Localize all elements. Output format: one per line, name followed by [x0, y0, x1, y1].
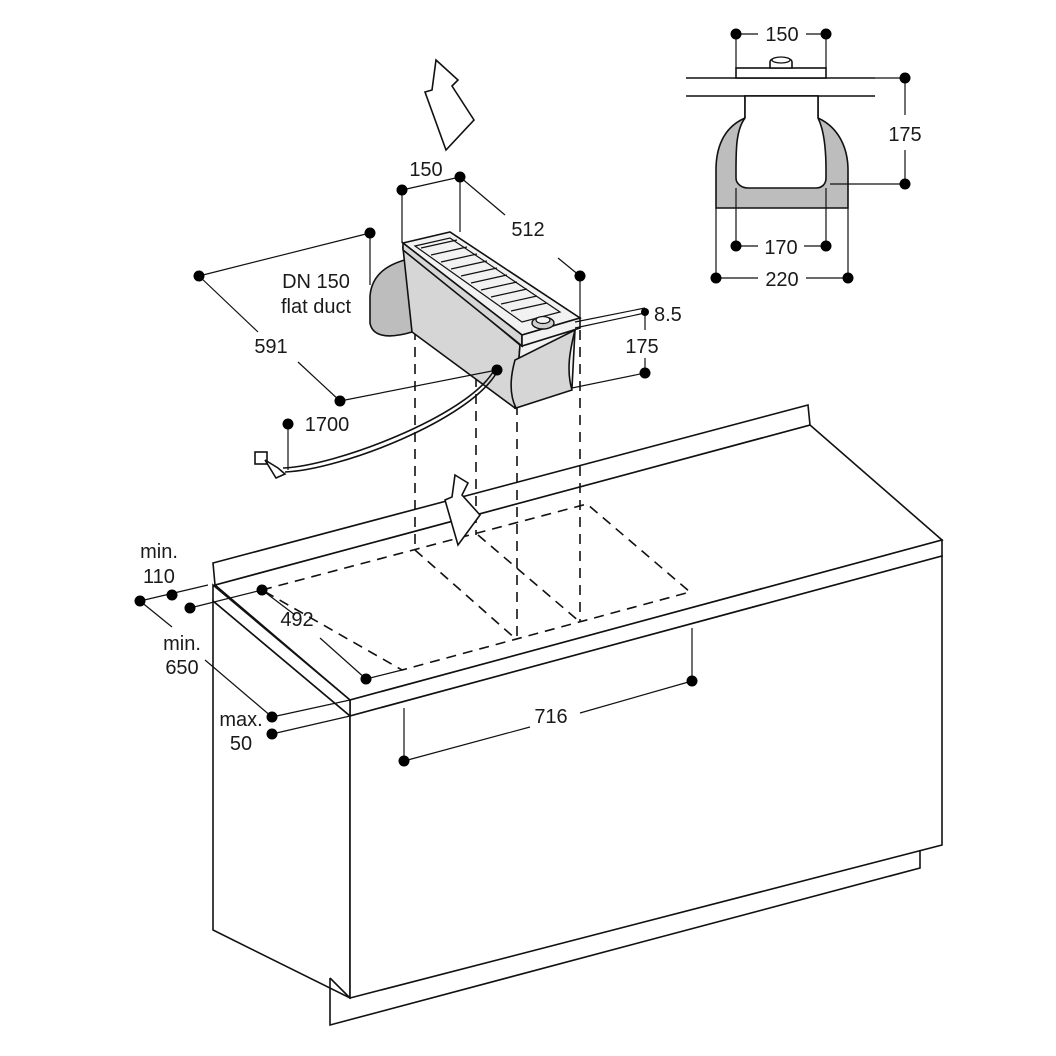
- power-cable: [284, 371, 498, 473]
- dim-counter-setback: 110: [143, 566, 175, 588]
- duct-type-label: DN 150: [282, 271, 350, 293]
- dim-section-top-width: 150: [765, 24, 798, 46]
- backsplash: [212, 403, 811, 587]
- dim-duct-length: 591: [254, 336, 287, 358]
- dim-counter-depth: 650: [165, 657, 198, 679]
- dim-section-inner-width: 170: [764, 237, 797, 259]
- dim-worktop-thickness: 50: [230, 733, 252, 755]
- insert-down-arrow-icon: [423, 58, 476, 152]
- unit-grille: [413, 237, 562, 323]
- downdraft-unit: [254, 231, 582, 480]
- dimension-dots: [134, 171, 698, 767]
- cutout-outline: [259, 503, 692, 671]
- dim-cable-length: 1700: [305, 414, 350, 436]
- dim-unit-depth: 512: [511, 219, 544, 241]
- dimension-labels: 150 512 DN 150 flat duct 591 1700 8.5 17…: [140, 24, 922, 755]
- flat-duct: [369, 256, 413, 337]
- max-label: max.: [219, 709, 262, 731]
- kitchen-counter: [212, 403, 944, 1027]
- dimension-lines: [139, 176, 693, 762]
- insert-worktop-arrow-icon: [444, 473, 482, 547]
- dim-section-outer-width: 220: [765, 269, 798, 291]
- dim-section-height: 175: [888, 124, 921, 146]
- duct-desc-label: flat duct: [281, 296, 351, 318]
- dim-cutout-depth: 492: [280, 609, 313, 631]
- section-view: [686, 28, 911, 284]
- min-label-setback: min.: [140, 541, 178, 563]
- plug-icon: [254, 451, 287, 480]
- section-top-plate: [735, 67, 827, 79]
- dim-cutout-width: 716: [534, 706, 567, 728]
- min-label-depth: min.: [163, 633, 201, 655]
- dim-unit-height: 175: [625, 336, 658, 358]
- projection-lines: [414, 330, 581, 640]
- cabinet-plinth: [329, 850, 921, 1027]
- dim-unit-width: 150: [409, 159, 442, 181]
- dim-top-thickness: 8.5: [654, 304, 682, 326]
- cabinet-front: [349, 554, 943, 1000]
